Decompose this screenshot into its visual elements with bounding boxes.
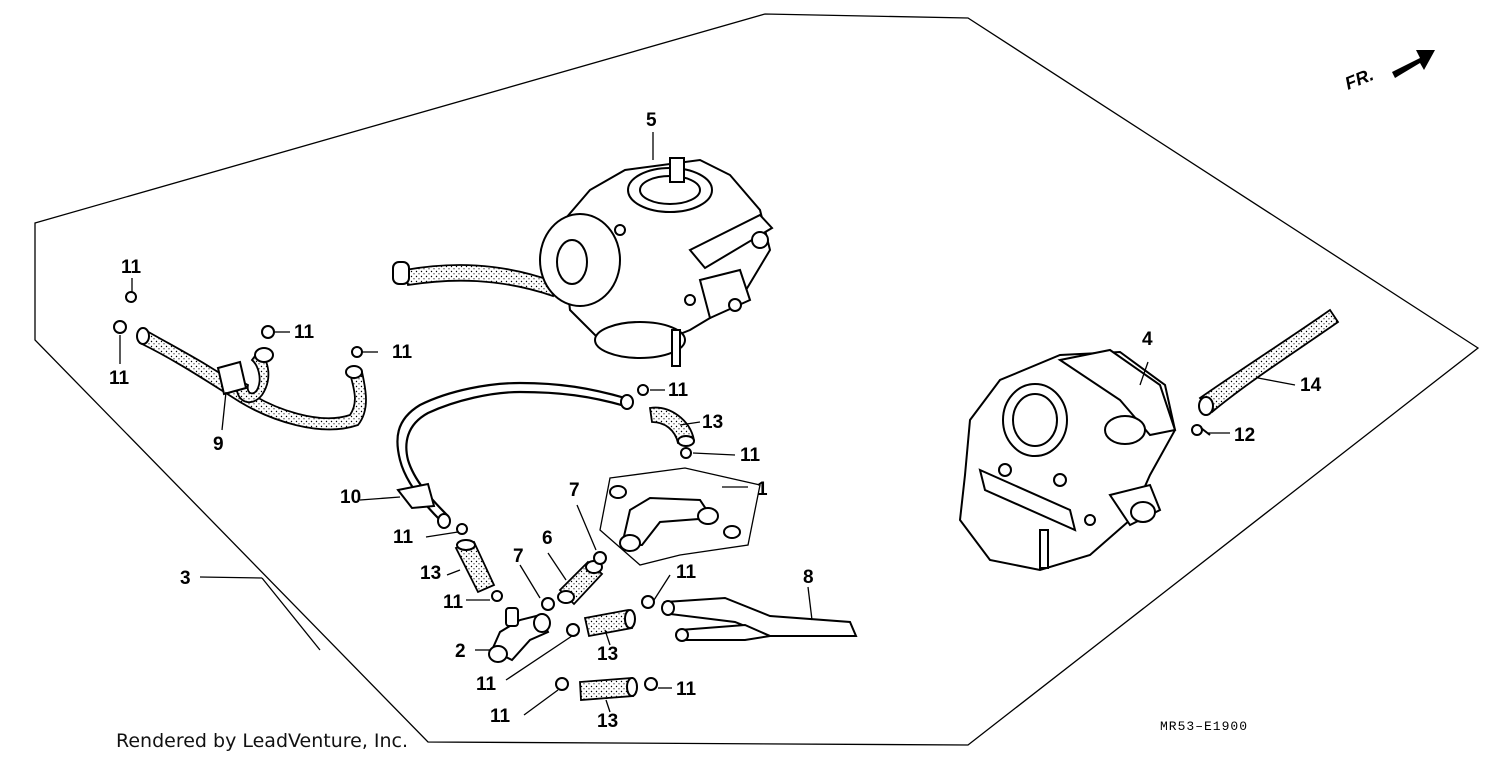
callout-11-k: 11 <box>490 706 511 727</box>
carburetor-front <box>392 157 774 367</box>
tube-10 <box>396 381 634 529</box>
carburetor-rear <box>958 348 1177 572</box>
callout-11-b: 11 <box>109 368 130 389</box>
callout-2: 2 <box>455 641 466 662</box>
hose-9 <box>136 327 367 431</box>
callout-10: 10 <box>340 487 361 508</box>
callout-8: 8 <box>803 567 814 588</box>
callout-4: 4 <box>1142 329 1153 350</box>
hose-13-upper <box>648 406 696 447</box>
front-direction-label: FR. <box>1342 64 1376 93</box>
hose-13-middle <box>583 608 636 638</box>
credit-text: Rendered by LeadVenture, Inc. <box>116 730 409 752</box>
callout-11-h: 11 <box>443 592 464 613</box>
callout-6: 6 <box>542 528 553 549</box>
hose-6 <box>557 560 604 606</box>
callout-11-c: 11 <box>294 322 315 343</box>
callout-13-upper: 13 <box>702 412 723 433</box>
hose-13-lower <box>579 677 638 701</box>
callout-11-d: 11 <box>392 342 413 363</box>
callout-11-e: 11 <box>668 380 689 401</box>
callout-1: 1 <box>757 479 768 500</box>
callout-5: 5 <box>646 110 657 131</box>
callout-3: 3 <box>180 568 191 589</box>
callout-13-middle: 13 <box>597 644 618 665</box>
hose-13-left <box>454 539 496 594</box>
assembly-outline <box>34 13 1480 746</box>
tube-8 <box>661 596 858 642</box>
callout-14: 14 <box>1300 375 1322 396</box>
hose-14 <box>1198 308 1340 416</box>
callout-11-f: 11 <box>740 445 761 466</box>
clip-12 <box>1191 424 1211 436</box>
joint-1 <box>599 467 761 566</box>
callout-9: 9 <box>213 434 224 455</box>
callout-12: 12 <box>1234 425 1255 446</box>
t-joint-2 <box>488 607 551 663</box>
callout-7-left: 7 <box>513 546 524 567</box>
callout-11-a: 11 <box>121 257 142 278</box>
clips <box>113 291 692 691</box>
callout-13-left: 13 <box>420 563 441 584</box>
leader-lines <box>119 132 1296 716</box>
callout-13-lower: 13 <box>597 711 618 732</box>
callout-numbers: 1 2 3 4 5 6 7 7 8 9 10 11 11 11 11 11 11… <box>109 110 1322 732</box>
diagram-code: MR53–E1900 <box>1160 719 1248 734</box>
callout-11-j: 11 <box>676 562 697 583</box>
callout-11-g: 11 <box>393 527 414 548</box>
callout-11-l: 11 <box>676 679 697 700</box>
front-direction-arrow-icon <box>1392 50 1435 78</box>
callout-7-right: 7 <box>569 480 580 501</box>
callout-11-i: 11 <box>476 674 497 695</box>
